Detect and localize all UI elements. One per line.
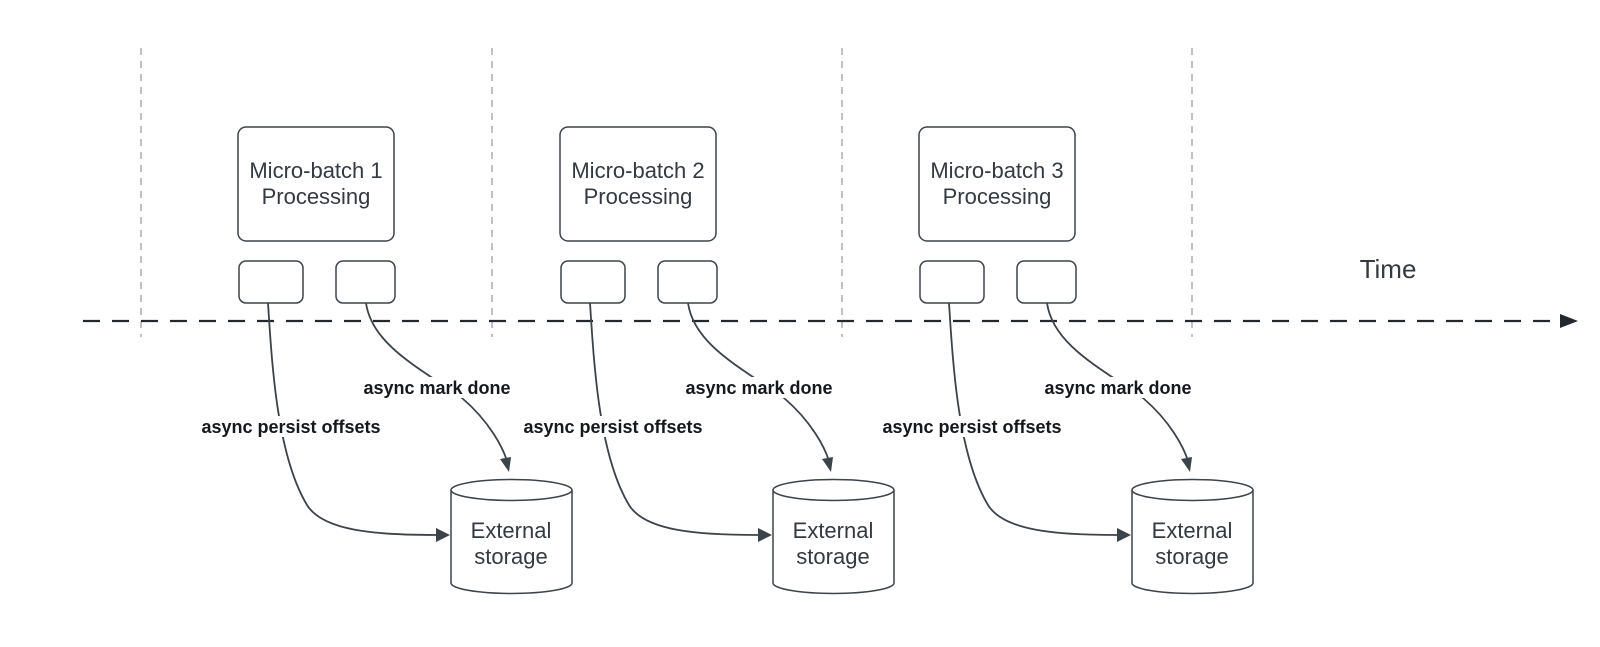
mark-done-label: async mark done	[1044, 378, 1191, 398]
mark-done-label-bg	[687, 377, 831, 398]
storage-label-line2: storage	[796, 544, 869, 569]
processing-box-title-line1: Micro-batch 1	[249, 158, 382, 183]
processing-box	[559, 126, 717, 242]
micro-batch-group-3: Micro-batch 3 Processing async persist o…	[882, 126, 1254, 595]
storage-cylinder-lid	[450, 489, 573, 502]
mark-done-arrowhead	[822, 457, 833, 472]
storage-cylinder	[450, 478, 573, 595]
persist-offsets-arrowhead	[758, 528, 772, 542]
persist-offsets-label-bg	[203, 416, 379, 437]
persist-offsets-label-bg	[884, 416, 1060, 437]
offset-task-box	[560, 260, 626, 304]
done-task-box	[657, 260, 718, 304]
persist-offsets-label-bg	[525, 416, 701, 437]
mark-done-label-bg	[1046, 377, 1190, 398]
done-task-box	[1016, 260, 1077, 304]
persist-offsets-arrowhead	[1117, 528, 1131, 542]
storage-cylinder	[1131, 478, 1254, 595]
processing-box-title-line2: Processing	[262, 184, 371, 209]
time-axis-arrowhead	[1560, 314, 1578, 328]
processing-box-title-line2: Processing	[943, 184, 1052, 209]
mark-done-label-bg	[365, 377, 509, 398]
storage-label-line1: External	[471, 518, 552, 543]
persist-offsets-arrowhead	[436, 528, 450, 542]
mark-done-arrowhead	[500, 457, 511, 472]
processing-box-title-line2: Processing	[584, 184, 693, 209]
offset-task-box	[238, 260, 304, 304]
storage-label-line2: storage	[1155, 544, 1228, 569]
mark-done-arrowhead	[1181, 457, 1192, 472]
persist-offsets-label: async persist offsets	[201, 417, 380, 437]
persist-offsets-arrow	[589, 302, 759, 536]
mark-done-label: async mark done	[685, 378, 832, 398]
micro-batch-group-1: Micro-batch 1 Processing async persist o…	[201, 126, 573, 595]
micro-batch-group-2: Micro-batch 2 Processing async persist o…	[523, 126, 895, 595]
done-task-box	[335, 260, 396, 304]
persist-offsets-label: async persist offsets	[882, 417, 1061, 437]
processing-box-title-line1: Micro-batch 3	[930, 158, 1063, 183]
mark-done-label: async mark done	[363, 378, 510, 398]
processing-box-title-line1: Micro-batch 2	[571, 158, 704, 183]
processing-box	[918, 126, 1076, 242]
storage-cylinder	[772, 478, 895, 595]
persist-offsets-arrow	[267, 302, 437, 536]
persist-offsets-label: async persist offsets	[523, 417, 702, 437]
storage-label-line1: External	[793, 518, 874, 543]
offset-task-box	[919, 260, 985, 304]
time-axis-label: Time	[1360, 254, 1417, 284]
storage-label-line2: storage	[474, 544, 547, 569]
processing-box	[237, 126, 395, 242]
storage-cylinder-lid	[772, 489, 895, 502]
storage-cylinder-lid	[1131, 489, 1254, 502]
storage-label-line1: External	[1152, 518, 1233, 543]
persist-offsets-arrow	[948, 302, 1118, 536]
